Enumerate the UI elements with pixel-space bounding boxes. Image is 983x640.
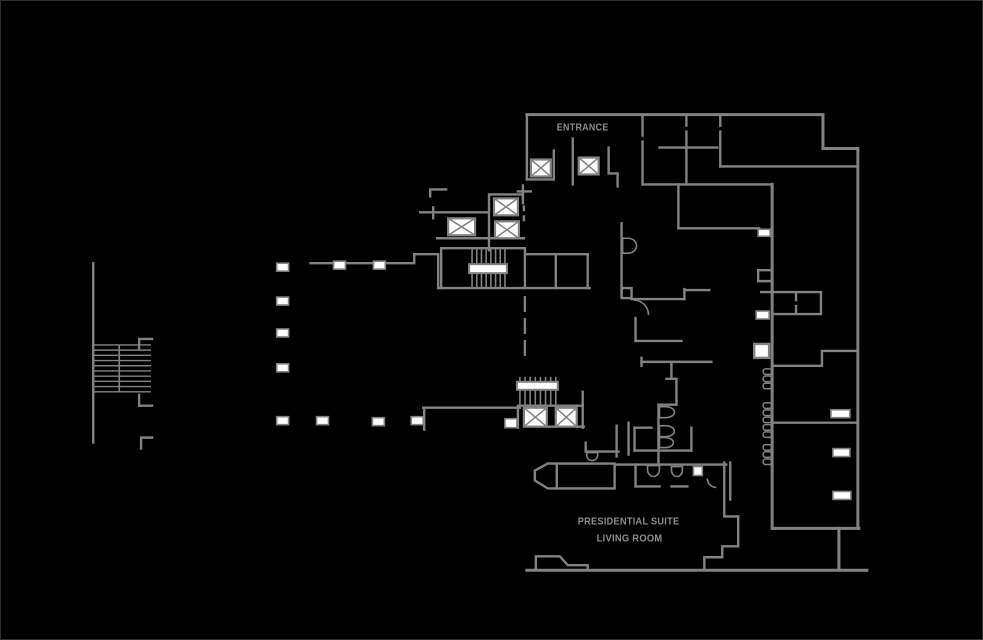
column [410,415,425,426]
door-arc [706,478,717,489]
wall [756,268,774,283]
coil-symbol [762,451,773,459]
door-arc [633,299,650,316]
door [832,490,852,501]
stair-landing [515,380,559,391]
elevator-x [530,158,552,178]
column [275,363,290,373]
elevator-x [494,220,520,239]
wall [516,404,584,429]
wall [487,193,525,252]
wall [534,555,589,572]
coil-symbol [762,458,773,466]
wall [620,286,633,300]
wall [137,393,154,407]
coil-symbol [762,443,773,451]
wall [139,436,154,450]
wall [309,253,440,290]
entrance-label: ENTRANCE [557,123,609,134]
wall [428,188,448,198]
door [755,310,770,320]
presidential-suite-label: PRESIDENTIAL SUITE [578,516,680,527]
column [275,262,290,272]
column [332,260,347,270]
wall [759,290,823,316]
wall [525,113,860,530]
fixture [658,405,676,419]
wall [137,337,154,351]
wall [703,545,740,572]
shaft [752,342,771,360]
door [830,408,851,419]
coil-symbol [762,401,773,410]
elevator-x [578,156,600,176]
door [832,447,851,458]
door [757,228,771,238]
column [372,260,387,270]
coil-symbol [762,431,773,439]
fixture [621,237,638,255]
coil-symbol [762,423,773,432]
column [275,328,290,338]
coil-symbol [762,382,773,390]
wall [439,247,527,290]
elevator-x [493,197,519,216]
column [315,415,330,426]
coil-symbol [762,409,773,417]
elevator-x [523,407,548,428]
stair-landing [468,263,508,275]
column [371,416,386,427]
door [692,465,704,477]
wall [533,461,616,490]
fixture [585,451,599,462]
fixture [658,424,676,438]
coil-symbol [762,375,773,383]
fixture [670,465,684,478]
column [275,415,290,426]
living-room-label: LIVING ROOM [597,533,663,544]
wall [770,349,859,368]
elevator-x [447,217,476,236]
fixture [646,464,661,478]
door [504,417,518,429]
coil-symbol [762,416,773,424]
elevator-x [555,407,578,428]
coil-symbol [762,368,773,376]
wall [607,146,619,188]
column [275,296,290,306]
fixture [658,436,675,449]
